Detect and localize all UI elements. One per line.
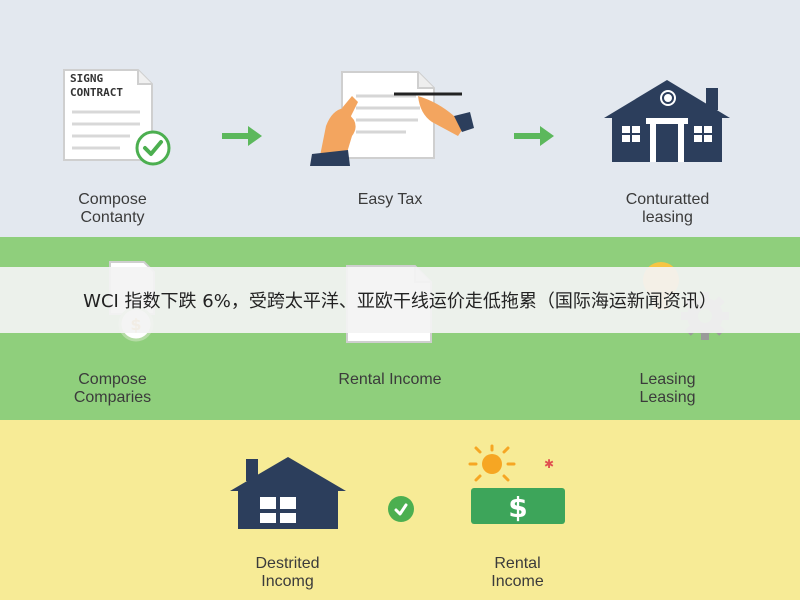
step-label-easy-tax: Easy Tax (357, 191, 423, 208)
check-icon (388, 496, 414, 522)
house-icon (604, 80, 730, 162)
svg-text:$: $ (508, 491, 527, 524)
house-icon (230, 457, 346, 529)
contract-title-line-2: CONTRACT (70, 86, 123, 99)
arrow-right-icon (222, 126, 262, 146)
arrow-right-icon (514, 126, 554, 146)
signing-hand-icon (310, 71, 474, 166)
sun-icon: ✱ (468, 444, 554, 482)
money-bill-icon: $ (471, 488, 565, 524)
svg-text:✱: ✱ (544, 457, 554, 471)
step-label-rental-income: Rental Income (338, 371, 442, 388)
contract-title-line-1: SIGNG (70, 72, 103, 85)
news-banner: WCI 指数下跌 6%，受跨太平洋、亚欧干线运价走低拖累（国际海运新闻资讯） (0, 267, 800, 333)
news-banner-text: WCI 指数下跌 6%，受跨太平洋、亚欧干线运价走低拖累（国际海运新闻资讯） (83, 291, 717, 312)
contract-check-icon: SIGNG CONTRACT (63, 69, 171, 166)
